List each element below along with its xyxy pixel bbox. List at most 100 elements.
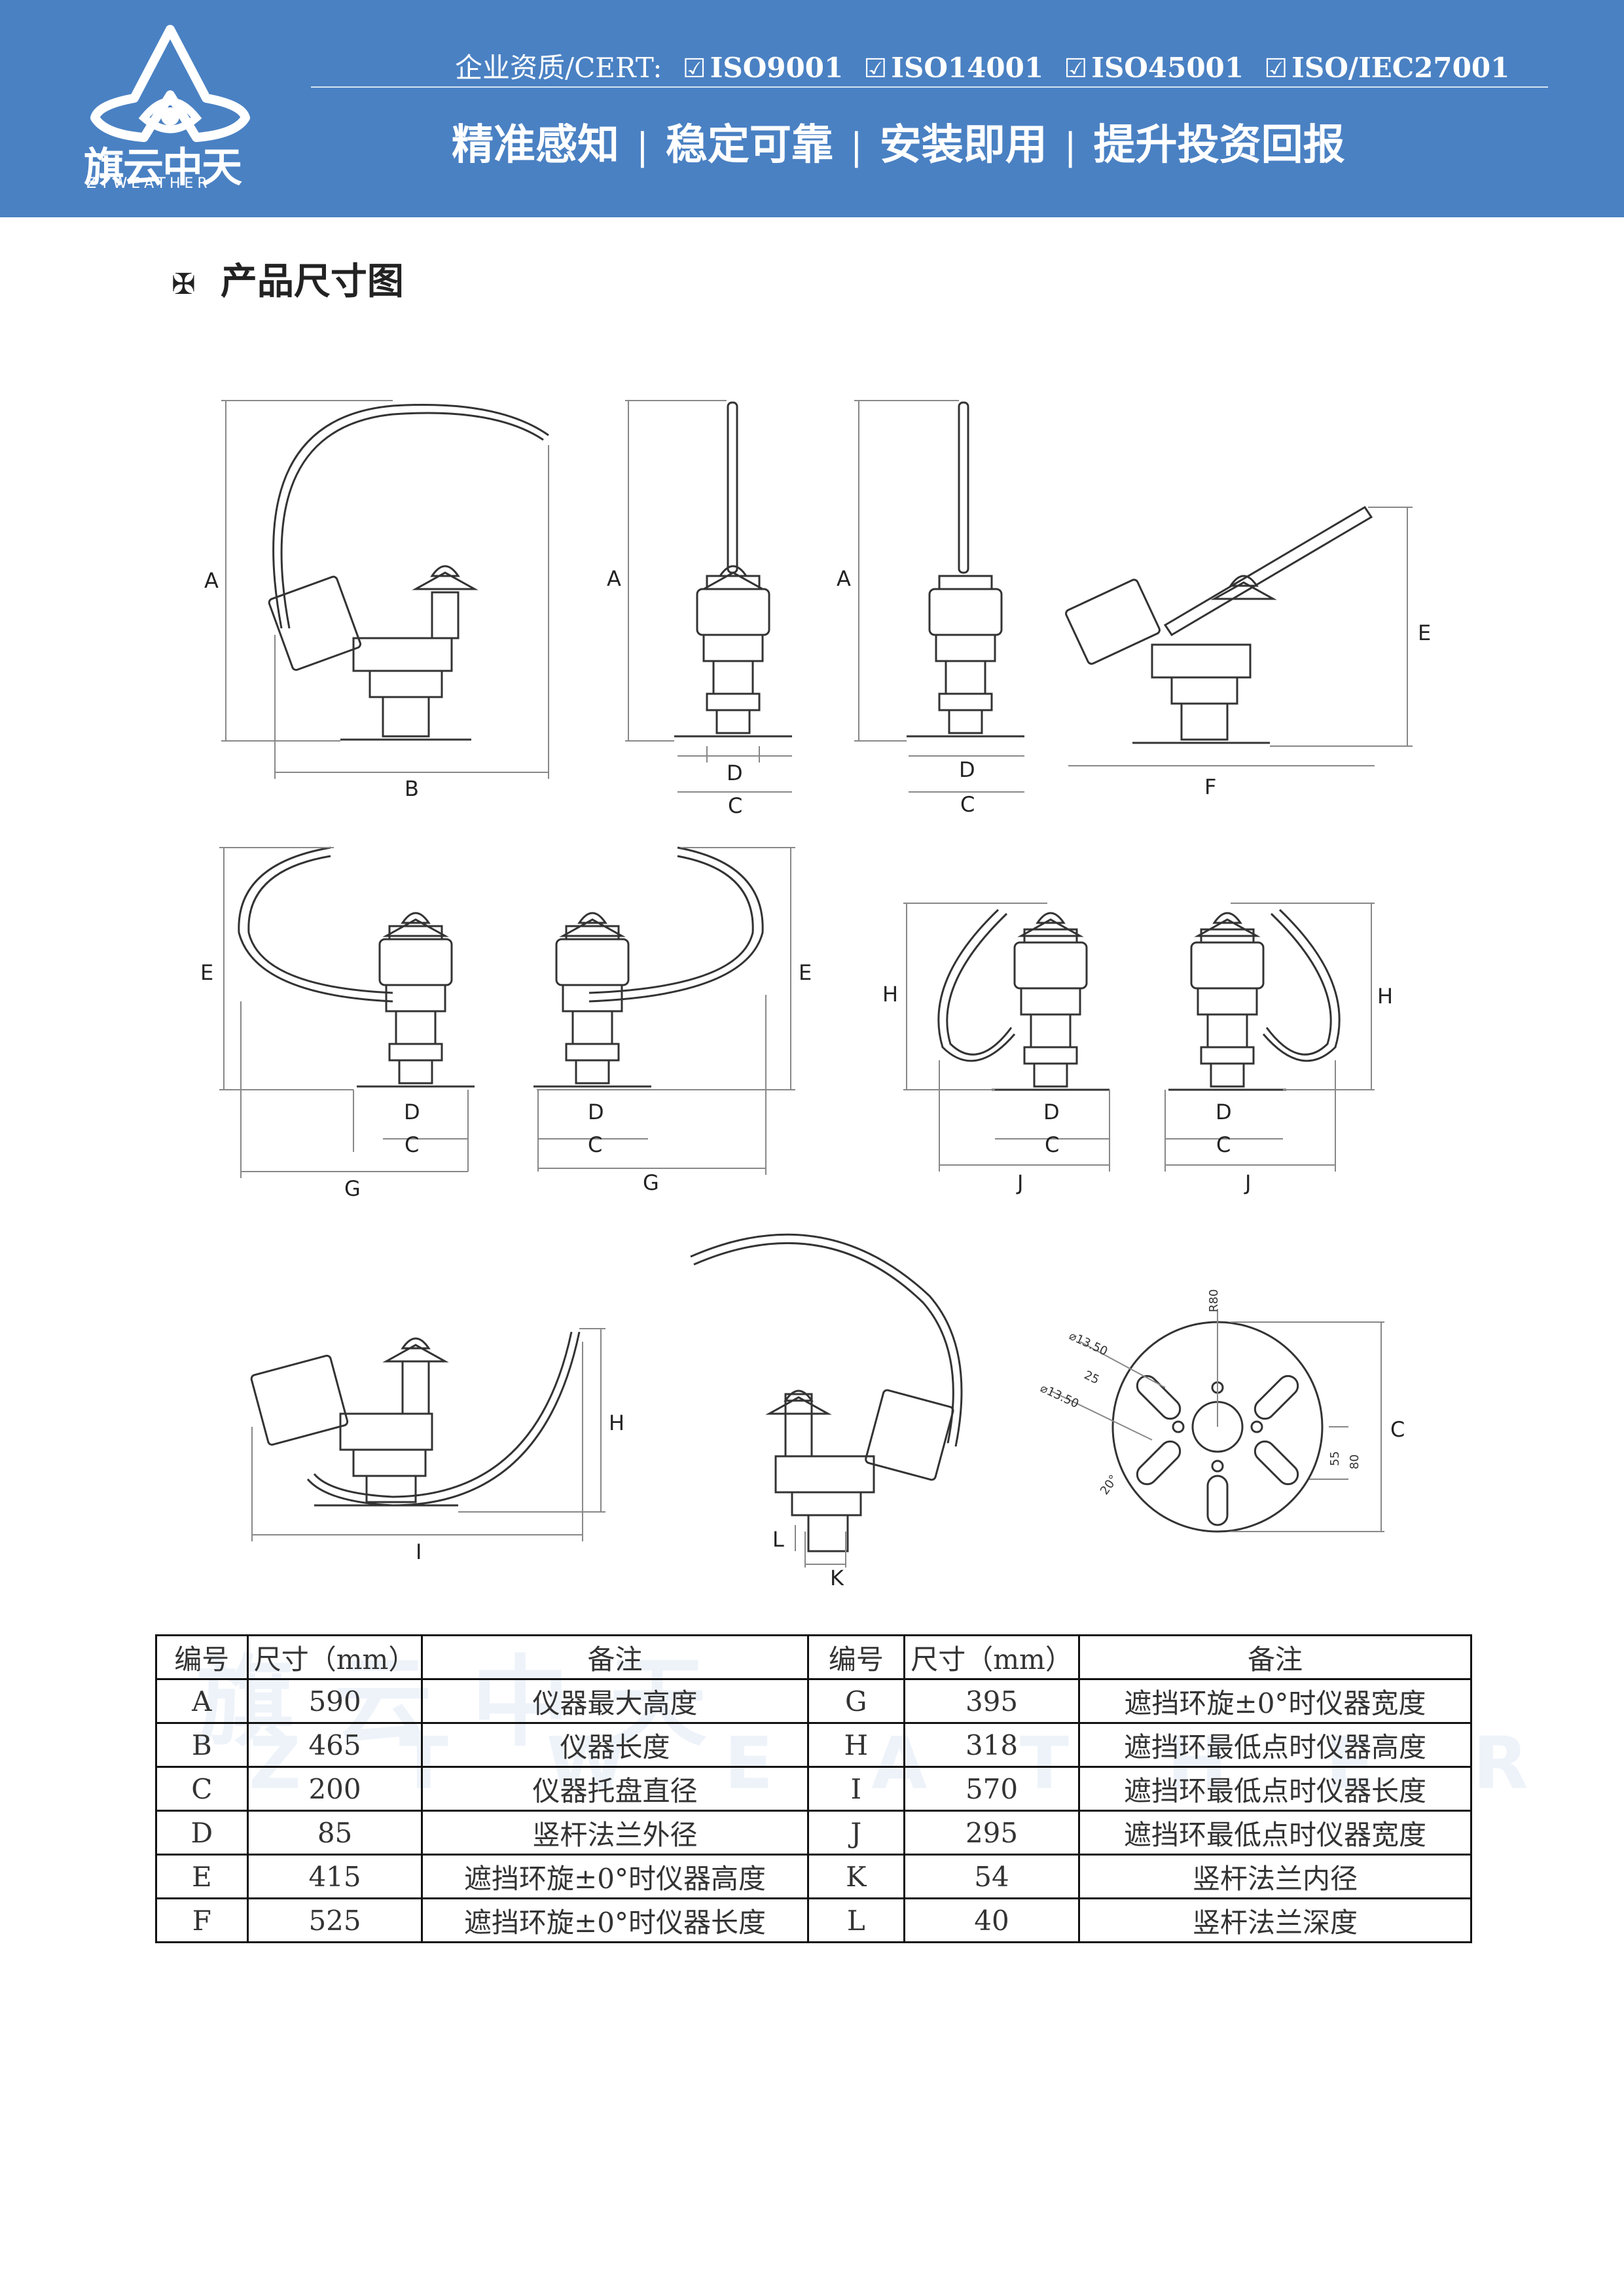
dim-label-f: F [1204, 774, 1216, 799]
dim-label-e: E [1418, 620, 1431, 645]
view-back-rod [854, 400, 1026, 793]
table-row: C 200 仪器托盘直径 I 570 遮挡环最低点时仪器长度 [155, 1766, 1473, 1812]
table-cell: 54 [903, 1854, 1080, 1899]
table-cell: 遮挡环旋±0°时仪器高度 [421, 1854, 809, 1899]
table-cell: 遮挡环最低点时仪器长度 [1077, 1766, 1473, 1812]
table-cell: 仪器长度 [421, 1722, 809, 1768]
table-header-row: 编号 尺寸（mm） 备注 编号 尺寸（mm） 备注 [155, 1634, 1473, 1680]
cert-item: ISO14001 [891, 52, 1044, 84]
table-header-cell: 编号 [155, 1634, 249, 1680]
table-cell: G [806, 1678, 906, 1724]
table-cell: 295 [903, 1810, 1080, 1856]
dim-label-h: H [1377, 984, 1393, 1009]
checkbox-icon: ☑ [1064, 54, 1088, 84]
table-cell: C [155, 1766, 249, 1812]
table-cell: 仪器最大高度 [421, 1678, 809, 1724]
view-lowpoint-left [903, 903, 1111, 1172]
slogan-separator: | [850, 126, 863, 168]
dim-label-d: D [1216, 1100, 1232, 1124]
slogan-separator: | [1064, 126, 1077, 168]
table-cell: L [806, 1897, 906, 1943]
dimension-table: 编号 尺寸（mm） 备注 编号 尺寸（mm） 备注 A 590 仪器最大高度 G… [155, 1634, 1473, 1943]
plate-note: R80 [1207, 1289, 1221, 1312]
section-title-text: 产品尺寸图 [220, 260, 404, 303]
view-lowpoint-right [1164, 903, 1375, 1172]
view-ring-left [219, 846, 476, 1178]
dim-label-c: C [1045, 1132, 1059, 1157]
dim-label-a: A [837, 566, 851, 591]
dim-label-d: D [959, 757, 975, 782]
table-cell: 遮挡环最低点时仪器高度 [1077, 1722, 1473, 1768]
plate-note: ⌀13.50 [1067, 1329, 1110, 1358]
plate-note: 25 [1082, 1368, 1102, 1387]
cert-item: ISO45001 [1091, 52, 1244, 84]
slogan-item: 精准感知 [452, 121, 619, 170]
table-cell: 遮挡环旋±0°时仪器宽度 [1077, 1678, 1473, 1724]
header-banner: 旗云中天 ZTWEATHER 企业资质/CERT: ☑ISO9001 ☑ISO1… [0, 0, 1624, 217]
dim-label-a: A [204, 568, 219, 593]
table-cell: E [155, 1854, 249, 1899]
dim-label-d: D [1043, 1100, 1060, 1124]
brand-name-cn: 旗云中天 [84, 143, 242, 191]
table-row: D 85 竖杆法兰外径 J 295 遮挡环最低点时仪器宽度 [155, 1810, 1473, 1856]
table-cell: 竖杆法兰深度 [1077, 1897, 1473, 1943]
company-logo-icon [90, 25, 250, 142]
table-header-cell: 尺寸（mm） [246, 1634, 424, 1680]
dim-label-g: G [643, 1170, 659, 1195]
dim-label-j: J [1016, 1170, 1023, 1195]
dim-label-e: E [200, 960, 213, 985]
plate-note: 80 [1348, 1454, 1362, 1469]
dimension-labels: A B A D C A D C E F E D C G E D C G H D … [200, 566, 1431, 1590]
table-cell: K [806, 1854, 906, 1899]
view-flange-detail [690, 1233, 963, 1568]
cross-icon: ✠ [171, 268, 196, 301]
dim-label-c: C [960, 792, 975, 817]
view-tilted-rod [1065, 505, 1413, 766]
cert-item: ISO/IEC27001 [1291, 52, 1510, 84]
plate-note: 55 [1328, 1451, 1342, 1466]
dim-label-g: G [344, 1176, 361, 1201]
dim-label-d: D [404, 1100, 420, 1124]
header-divider [311, 86, 1548, 88]
view-side-arc [221, 400, 549, 779]
table-cell: F [155, 1897, 249, 1943]
checkbox-icon: ☑ [682, 54, 706, 84]
view-front-rod [625, 400, 793, 793]
certification-line: 企业资质/CERT: ☑ISO9001 ☑ISO14001 ☑ISO45001 … [455, 46, 1509, 86]
table-cell: 竖杆法兰内径 [1077, 1854, 1473, 1899]
plate-note: ⌀13.50 [1038, 1381, 1081, 1410]
dim-label-d: D [727, 761, 743, 785]
table-cell: 525 [246, 1897, 424, 1943]
section-title: ✠ 产品尺寸图 [171, 252, 404, 305]
table-cell: 590 [246, 1678, 424, 1724]
table-cell: 40 [903, 1897, 1080, 1943]
table-cell: 85 [246, 1810, 424, 1856]
table-cell: D [155, 1810, 249, 1856]
cert-item: ISO9001 [710, 52, 844, 84]
plate-note: 20° [1098, 1473, 1121, 1498]
cert-prefix: 企业资质/CERT: [455, 52, 662, 84]
dim-label-c: C [588, 1132, 602, 1157]
dim-label-b: B [405, 776, 419, 801]
dim-label-c: C [728, 793, 742, 818]
table-cell: 395 [903, 1678, 1080, 1724]
table-cell: 415 [246, 1854, 424, 1899]
view-lowpoint-side [250, 1328, 605, 1541]
table-cell: 仪器托盘直径 [421, 1766, 809, 1812]
dim-label-i: I [416, 1539, 422, 1564]
table-cell: I [806, 1766, 906, 1812]
brand-name-en: ZTWEATHER [86, 175, 211, 192]
table-cell: 竖杆法兰外径 [421, 1810, 809, 1856]
table-header-cell: 尺寸（mm） [903, 1634, 1080, 1680]
dim-label-e: E [799, 960, 812, 985]
table-cell: 318 [903, 1722, 1080, 1768]
dim-label-j: J [1244, 1170, 1251, 1195]
table-cell: 遮挡环旋±0°时仪器长度 [421, 1897, 809, 1943]
table-cell: J [806, 1810, 906, 1856]
table-cell: 遮挡环最低点时仪器宽度 [1077, 1810, 1473, 1856]
table-header-cell: 备注 [421, 1634, 809, 1680]
table-row: B 465 仪器长度 H 318 遮挡环最低点时仪器高度 [155, 1722, 1473, 1768]
dimension-drawing: A B A D C A D C E F E D C G E D C G H D … [200, 400, 1431, 1590]
dim-label-a: A [607, 566, 621, 591]
table-cell: 200 [246, 1766, 424, 1812]
